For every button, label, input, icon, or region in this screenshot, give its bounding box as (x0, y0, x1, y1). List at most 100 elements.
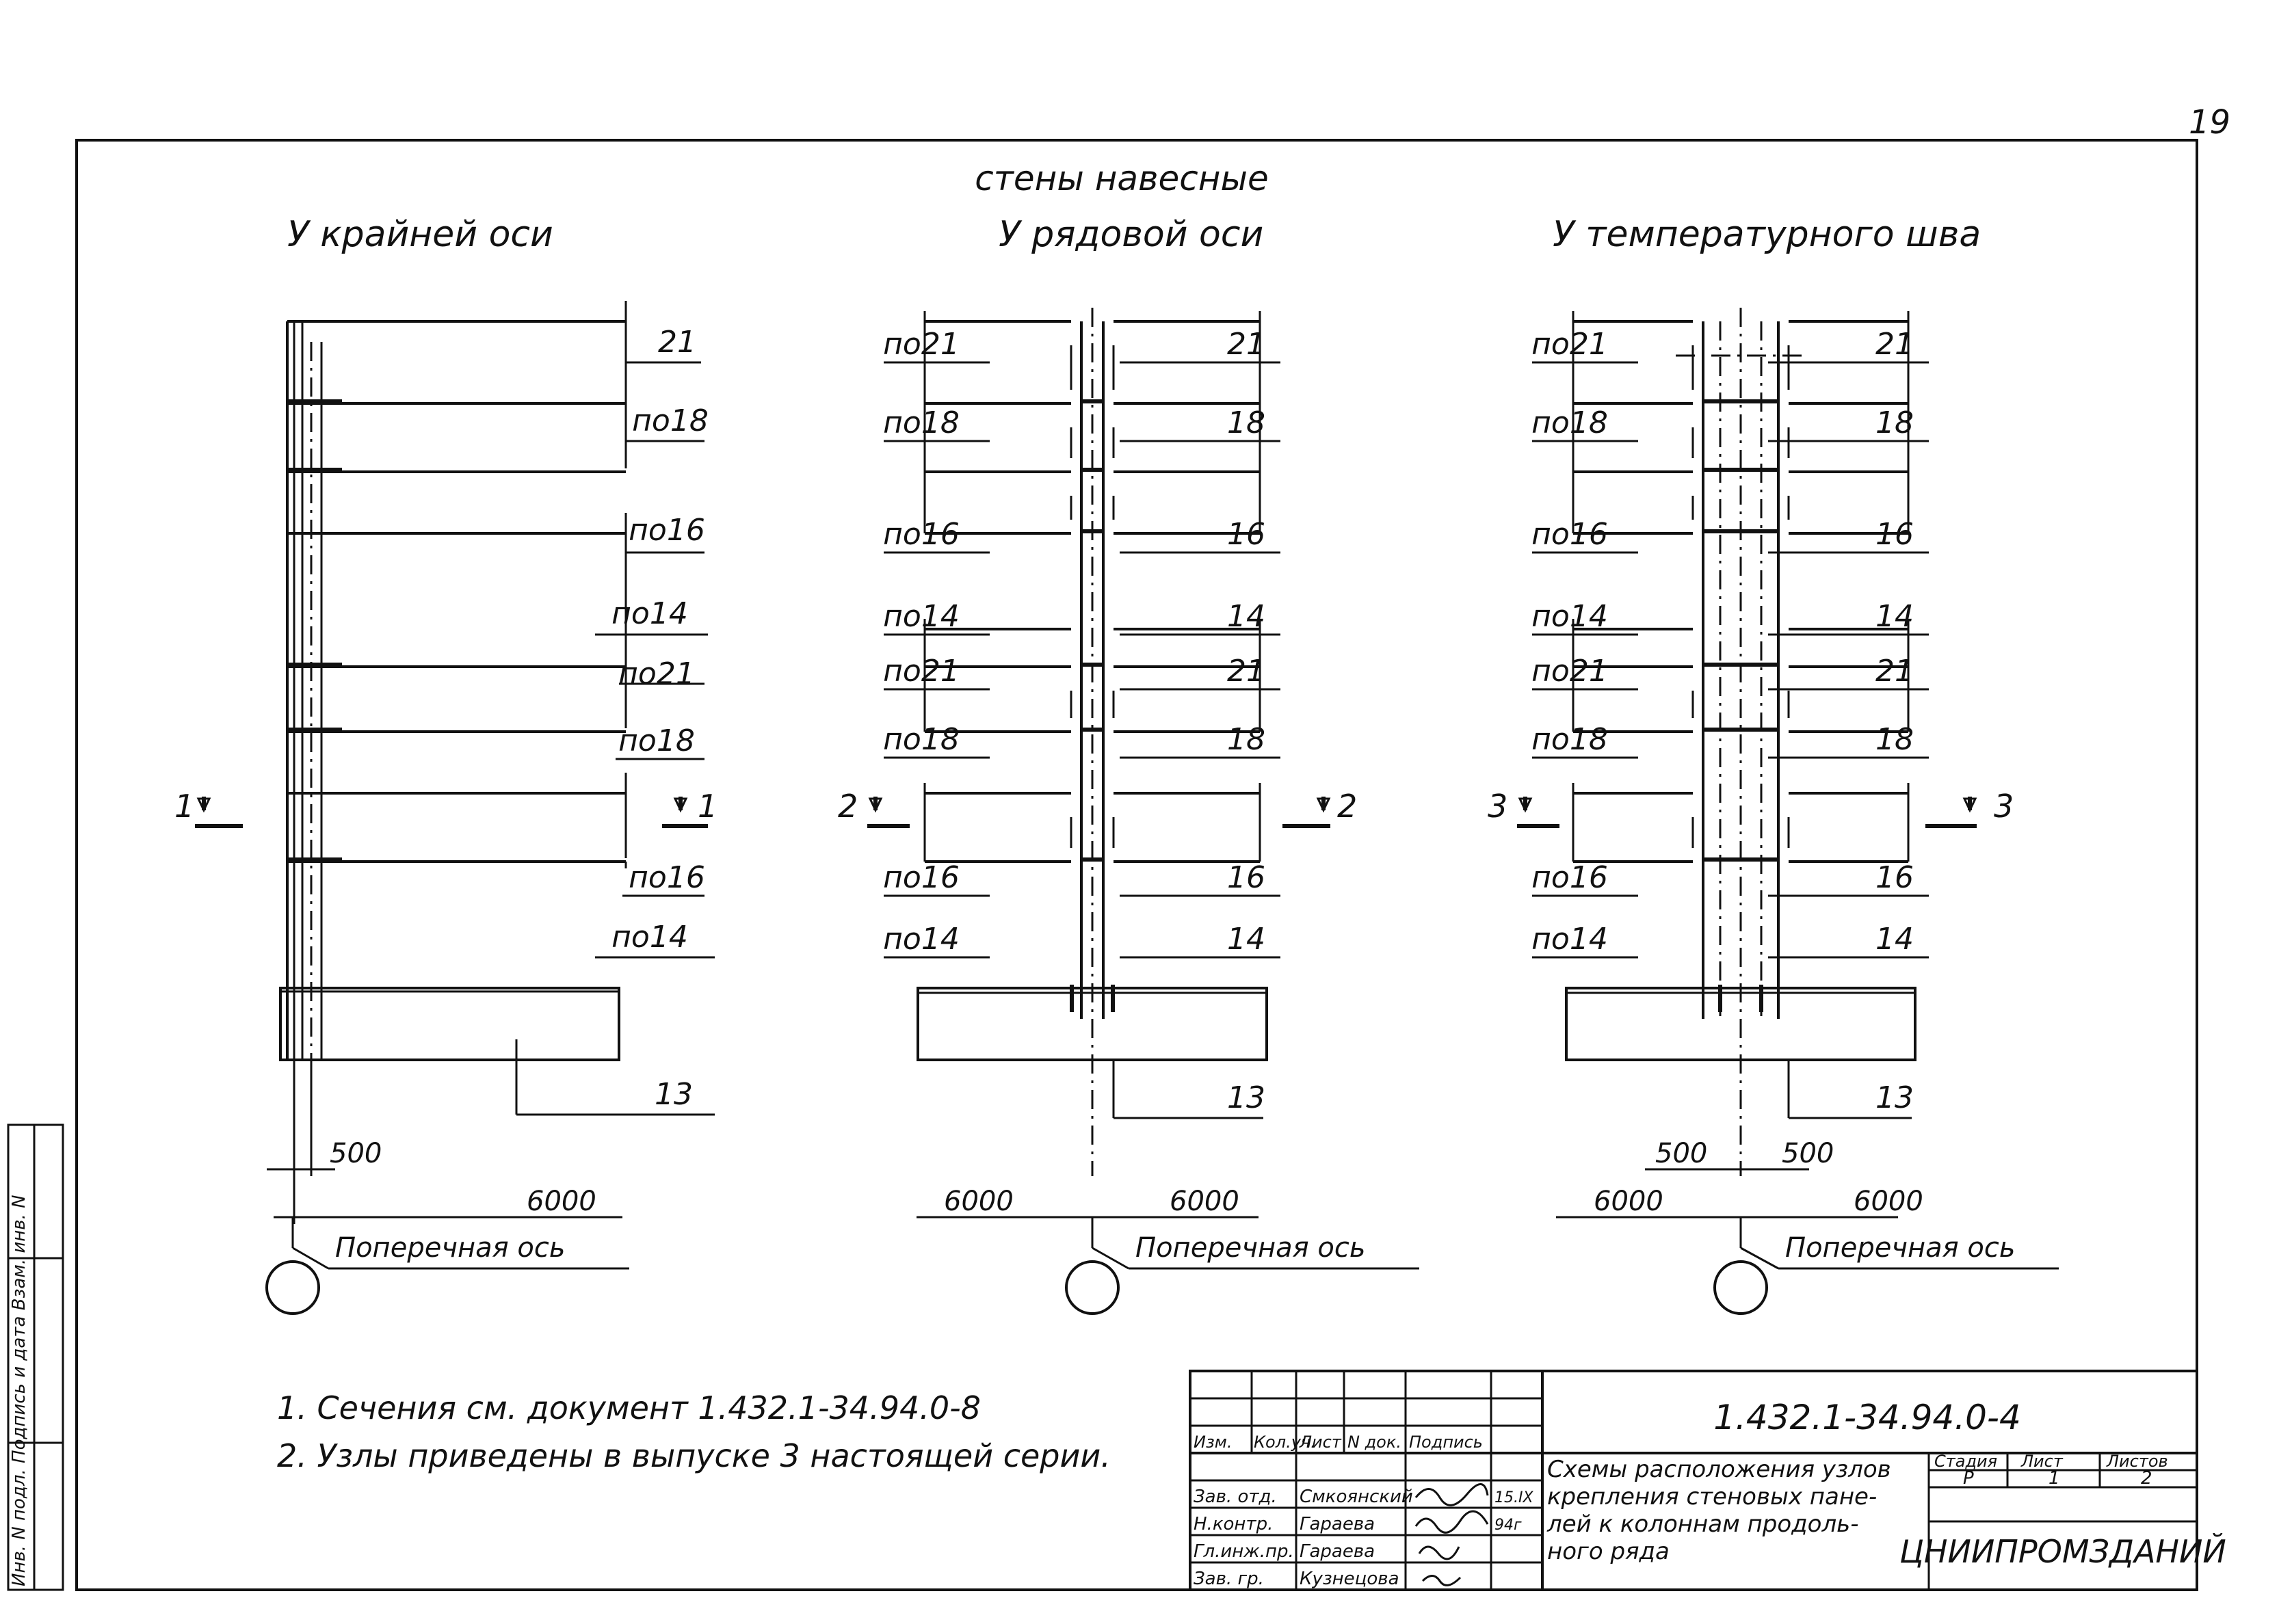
col-header-podpis: Подпись (1409, 1433, 1483, 1452)
panel-label-right: 14 (1227, 922, 1265, 957)
sheet-header: Лист (2020, 1452, 2064, 1471)
dimensions-joint: 500 500 6000 6000 (1556, 1138, 1923, 1219)
dim-left: 6000 (1594, 1186, 1663, 1217)
axis-bubble (1065, 1260, 1120, 1315)
panel-label-right: 16 (1875, 860, 1914, 895)
drawing-frame (75, 139, 2198, 1591)
row-name-2: Гараева (1300, 1514, 1375, 1534)
panel-label: по18 (618, 723, 695, 758)
panel-label-right: 21 (1875, 327, 1914, 362)
section-label-left: 1 (174, 788, 194, 825)
dimensions-ordinary: 6000 6000 (917, 1186, 1259, 1219)
panel-label-right: 13 (1875, 1080, 1914, 1115)
panel-label-left: по16 (1531, 860, 1608, 895)
panel-label-right: 13 (1227, 1080, 1265, 1115)
panel-label-right: 18 (1875, 722, 1914, 757)
description-line-4: ного ряда (1547, 1538, 1670, 1565)
panel-label-left: по21 (883, 327, 960, 362)
section-marker-ordinary-right: 2 (1282, 788, 1357, 828)
section-marker-ordinary-left: 2 (838, 788, 910, 828)
panel-label-left: по18 (883, 722, 960, 757)
panel-label-right: 18 (1227, 722, 1265, 757)
base-panel (1565, 987, 1916, 1061)
dimensions-edge: 500 6000 (267, 1138, 622, 1219)
panel-label-left: по16 (883, 860, 960, 895)
axis-label: Поперечная ось (335, 1232, 565, 1264)
panel-label: по21 (618, 656, 695, 691)
base-panel (917, 987, 1268, 1061)
note-2: 2. Узлы приведены в выпуске 3 настоящей … (277, 1437, 1111, 1474)
panel-label-left: по16 (883, 517, 960, 552)
description-line-2: крепления стеновых пане- (1547, 1483, 1877, 1510)
stage-value: Р (1963, 1468, 1974, 1489)
title-block: 1.432.1-34.94.0-4 Изм. Кол.уч. Лист N до… (1189, 1370, 2226, 1591)
panel-label: по16 (629, 860, 705, 895)
panel-label: по14 (611, 596, 688, 631)
signature-marks (1414, 1483, 1489, 1586)
base-panel (279, 987, 620, 1061)
organization: ЦНИИПРОМЗДАНИЙ (1899, 1533, 2226, 1570)
view-ordinary-geometry (884, 308, 1280, 1176)
panel-label-right: 16 (1227, 860, 1265, 895)
col-header-kol: Кол.уч. (1254, 1433, 1316, 1452)
panel-label-left: по18 (883, 405, 960, 440)
row-name-1: Смкоянский (1300, 1487, 1413, 1507)
panel-label-left: по18 (1531, 722, 1608, 757)
view-joint-heading: У температурного шва (1553, 214, 1981, 255)
sheets-value: 2 (2141, 1468, 2152, 1489)
axis-label: Поперечная ось (1135, 1232, 1365, 1264)
note-1: 1. Сечения см. документ 1.432.1-34.94.0-… (277, 1389, 981, 1426)
section-label-left: 2 (838, 788, 858, 825)
sheets-header: Листов (2106, 1452, 2168, 1471)
section-marker-joint-right: 3 (1925, 788, 2014, 828)
view-joint-geometry (1532, 308, 1929, 1176)
description-line-3: лей к колоннам продоль- (1546, 1510, 1858, 1538)
section-label-left: 3 (1488, 788, 1507, 825)
dim-offset-left: 500 (1655, 1138, 1707, 1169)
row-name-4: Кузнецова (1300, 1569, 1399, 1589)
panel-label-left: по21 (1531, 327, 1608, 362)
row-date-2: 94г (1494, 1517, 1522, 1534)
section-label-right: 1 (698, 788, 717, 825)
axis-marker-joint: Поперечная ось (1713, 1217, 2059, 1315)
panel-label-right: 18 (1227, 405, 1265, 440)
panel-label: 21 (658, 325, 696, 360)
description-line-1: Схемы расположения узлов (1547, 1456, 1891, 1483)
panel-label: по18 (632, 403, 709, 438)
panel-label-left: по14 (1531, 922, 1608, 957)
panel-label-right: 18 (1875, 405, 1914, 440)
section-marker-joint-left: 3 (1488, 788, 1559, 828)
section-label-right: 2 (1337, 788, 1357, 825)
side-stamp: Инв. N подл. Подпись и дата Взам. инв. N (7, 1123, 64, 1591)
panel-label-left: по18 (1531, 405, 1608, 440)
section-marker-edge-left: 1 (174, 788, 243, 828)
panel-label-left: по14 (883, 599, 960, 634)
axis-label: Поперечная ось (1785, 1232, 2015, 1264)
row-role-3: Гл.инж.пр. (1194, 1541, 1294, 1562)
panel-label-right: 14 (1875, 922, 1914, 957)
side-stamp-text: Инв. N подл. Подпись и дата Взам. инв. N (9, 1195, 29, 1586)
dim-offset: 500 (330, 1138, 382, 1169)
row-name-3: Гараева (1300, 1541, 1375, 1562)
dim-span: 6000 (527, 1186, 596, 1217)
view-edge-geometry (279, 301, 715, 1224)
panel-label-left: по14 (1531, 599, 1608, 634)
panel-label-right: 21 (1227, 327, 1265, 362)
axis-bubble (265, 1260, 320, 1315)
panel-label-left: по21 (1531, 654, 1608, 689)
stage-header: Стадия (1934, 1452, 1997, 1471)
dim-offset-right: 500 (1782, 1138, 1834, 1169)
axis-marker-ordinary: Поперечная ось (1065, 1217, 1419, 1315)
page-number: 19 (2189, 103, 2230, 142)
panel-label: по16 (629, 513, 705, 548)
section-label-right: 3 (1994, 788, 2014, 825)
dim-right: 6000 (1170, 1186, 1239, 1217)
dim-right: 6000 (1854, 1186, 1923, 1217)
notes: 1. Сечения см. документ 1.432.1-34.94.0-… (277, 1389, 1111, 1474)
panel-label-left: по16 (1531, 517, 1608, 552)
row-role-4: Зав. гр. (1194, 1569, 1264, 1589)
